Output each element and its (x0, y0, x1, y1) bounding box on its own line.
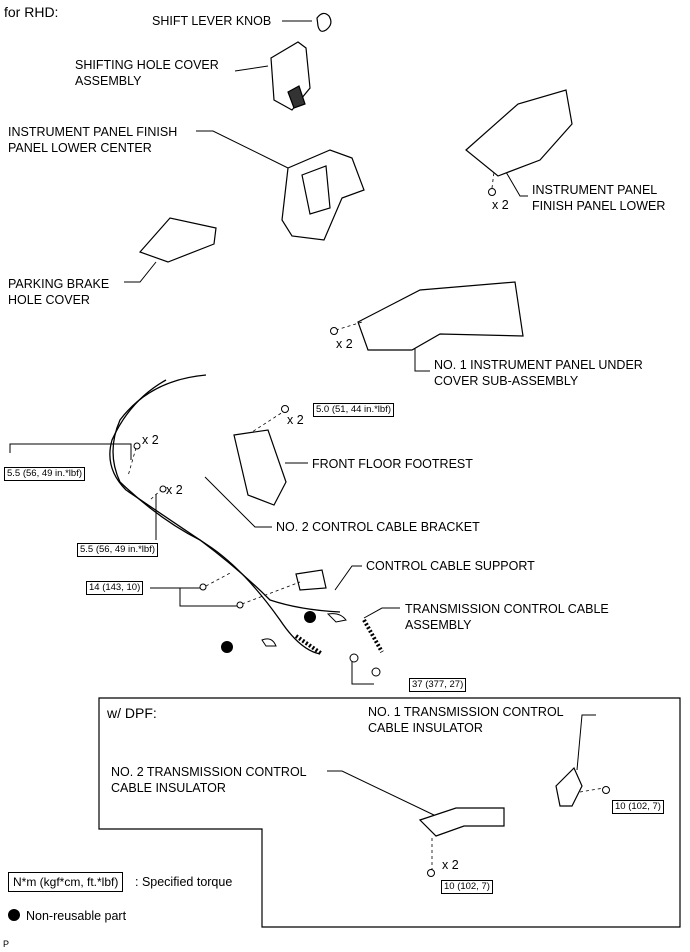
legend-torque-box: N*m (kgf*cm, ft.*lbf) (8, 872, 124, 892)
label-finish-center-1: INSTRUMENT PANEL FINISH (8, 125, 178, 139)
leader-ins1 (576, 714, 596, 771)
qty-footrest: x 2 (287, 413, 304, 427)
label-finish-lower-2: FINISH PANEL LOWER (532, 199, 666, 213)
cable-a (112, 374, 341, 613)
label-parking-2: HOLE COVER (8, 293, 90, 307)
under-cover-part (357, 281, 524, 351)
leader-under-cover (414, 346, 430, 372)
hole-cover-opening (287, 85, 306, 109)
torque-leader-support-b (179, 588, 237, 607)
nonreusable-dot-1 (304, 611, 316, 623)
bolt-under-cover (330, 327, 338, 335)
nut-cable (349, 653, 359, 663)
leader-hole-cover (234, 65, 269, 72)
torque-upper-bolt: 5.5 (56, 49 in.*lbf) (4, 467, 85, 481)
dpf-ins2-1: NO. 2 TRANSMISSION CONTROL (111, 765, 307, 779)
bolt-support-a (199, 583, 207, 591)
qty-dpf-nut: x 2 (442, 858, 459, 872)
torque-leader-cable-nut (351, 658, 374, 685)
leader-trans-cable (363, 607, 400, 619)
torque-lower-bolt: 5.5 (56, 49 in.*lbf) (77, 543, 158, 557)
legend-torque-text: : Specified torque (135, 875, 233, 889)
nut-footrest (281, 405, 289, 413)
clip-2 (261, 638, 277, 647)
insulator-2-part (418, 807, 505, 837)
label-bracket: NO. 2 CONTROL CABLE BRACKET (276, 520, 480, 534)
label-footrest: FRONT FLOOR FOOTREST (312, 457, 473, 471)
footrest-part (233, 429, 287, 506)
label-trans-cable-1: TRANSMISSION CONTROL CABLE (405, 602, 609, 616)
parking-cover-part (138, 217, 217, 263)
insulator-1-part (555, 766, 583, 807)
label-parking-1: PARKING BRAKE (8, 277, 110, 291)
dpf-title: w/ DPF: (107, 705, 157, 721)
dpf-ins1-1: NO. 1 TRANSMISSION CONTROL (368, 705, 564, 719)
bolt-finish-lower (488, 188, 496, 196)
fastener-line-7 (205, 571, 233, 587)
leader-ins2 (327, 770, 437, 817)
label-under-cover-1: NO. 1 INSTRUMENT PANEL UNDER (434, 358, 643, 372)
cable-spring-1 (362, 619, 384, 653)
torque-insulator-1: 10 (102, 7) (612, 800, 664, 814)
leader-finish-center (196, 130, 289, 169)
label-knob: SHIFT LEVER KNOB (152, 14, 272, 28)
qty-under-cover: x 2 (336, 337, 353, 351)
leader-support (334, 565, 362, 591)
label-finish-center-2: PANEL LOWER CENTER (8, 141, 152, 155)
shift-knob-part (316, 12, 332, 32)
nut-ins2 (427, 869, 435, 877)
footer-code: P (3, 939, 10, 949)
qty-finish-lower: x 2 (492, 198, 509, 212)
label-support: CONTROL CABLE SUPPORT (366, 559, 535, 573)
legend-nonreusable: Non-reusable part (26, 909, 127, 923)
bolt-upper (133, 442, 141, 450)
dpf-box (98, 697, 681, 928)
label-under-cover-2: COVER SUB-ASSEMBLY (434, 374, 579, 388)
torque-insulator-2: 10 (102, 7) (441, 880, 493, 894)
cable-b (109, 379, 321, 655)
nut-cable-2 (371, 667, 381, 677)
finish-center-opening (301, 165, 331, 215)
finish-lower-part (465, 89, 573, 177)
label-hole-cover-1: SHIFTING HOLE COVER (75, 58, 219, 72)
dpf-ins2-2: CABLE INSULATOR (111, 781, 226, 795)
fastener-line-9 (579, 787, 605, 793)
fastener-line-5 (149, 488, 163, 501)
bolt-lower (159, 485, 167, 493)
qty-bolt-upper: x 2 (142, 433, 159, 447)
bolt-support-b (236, 601, 244, 609)
dpf-ins1-2: CABLE INSULATOR (368, 721, 483, 735)
header: for RHD: (4, 4, 59, 20)
label-trans-cable-2: ASSEMBLY (405, 618, 472, 632)
label-finish-lower-1: INSTRUMENT PANEL (532, 183, 658, 197)
fastener-line-2 (335, 321, 363, 331)
nut-ins1 (602, 786, 610, 794)
fastener-line-6 (241, 581, 301, 605)
legend-nonreusable-dot (8, 909, 20, 921)
cable-spring-2 (294, 634, 324, 656)
torque-footrest: 5.0 (51, 44 in.*lbf) (313, 403, 394, 417)
torque-leader-upper (9, 443, 132, 460)
qty-bolt-lower: x 2 (166, 483, 183, 497)
label-hole-cover-2: ASSEMBLY (75, 74, 142, 88)
nonreusable-dot-2 (221, 641, 233, 653)
leader-bracket (204, 476, 272, 528)
torque-cable-nut: 37 (377, 27) (409, 678, 467, 692)
fastener-line-4 (127, 447, 137, 477)
fastener-line-3 (251, 409, 287, 433)
fastener-line-1 (491, 171, 495, 189)
torque-support-bolt: 14 (143, 10) (86, 581, 144, 595)
leader-parking (124, 261, 157, 283)
support-part (295, 569, 327, 591)
clip-1 (326, 613, 347, 623)
leader-finish-lower (505, 171, 528, 197)
